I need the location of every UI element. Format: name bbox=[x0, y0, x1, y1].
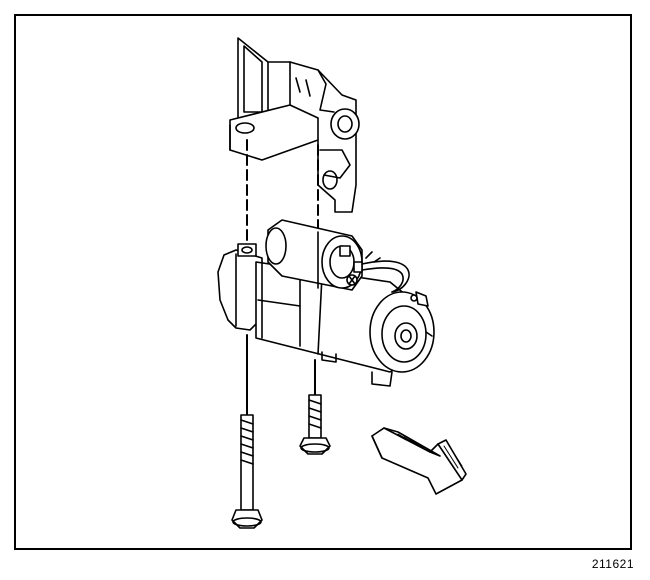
direction-arrow bbox=[371, 427, 467, 495]
alignment-lines bbox=[246, 139, 319, 249]
short-bolt bbox=[299, 394, 331, 455]
figure-number: 211621 bbox=[591, 557, 634, 571]
long-bolt bbox=[231, 414, 263, 529]
mounting-bracket bbox=[229, 37, 360, 213]
bolt-guide-lines bbox=[246, 334, 316, 416]
starter-motor bbox=[217, 219, 435, 387]
